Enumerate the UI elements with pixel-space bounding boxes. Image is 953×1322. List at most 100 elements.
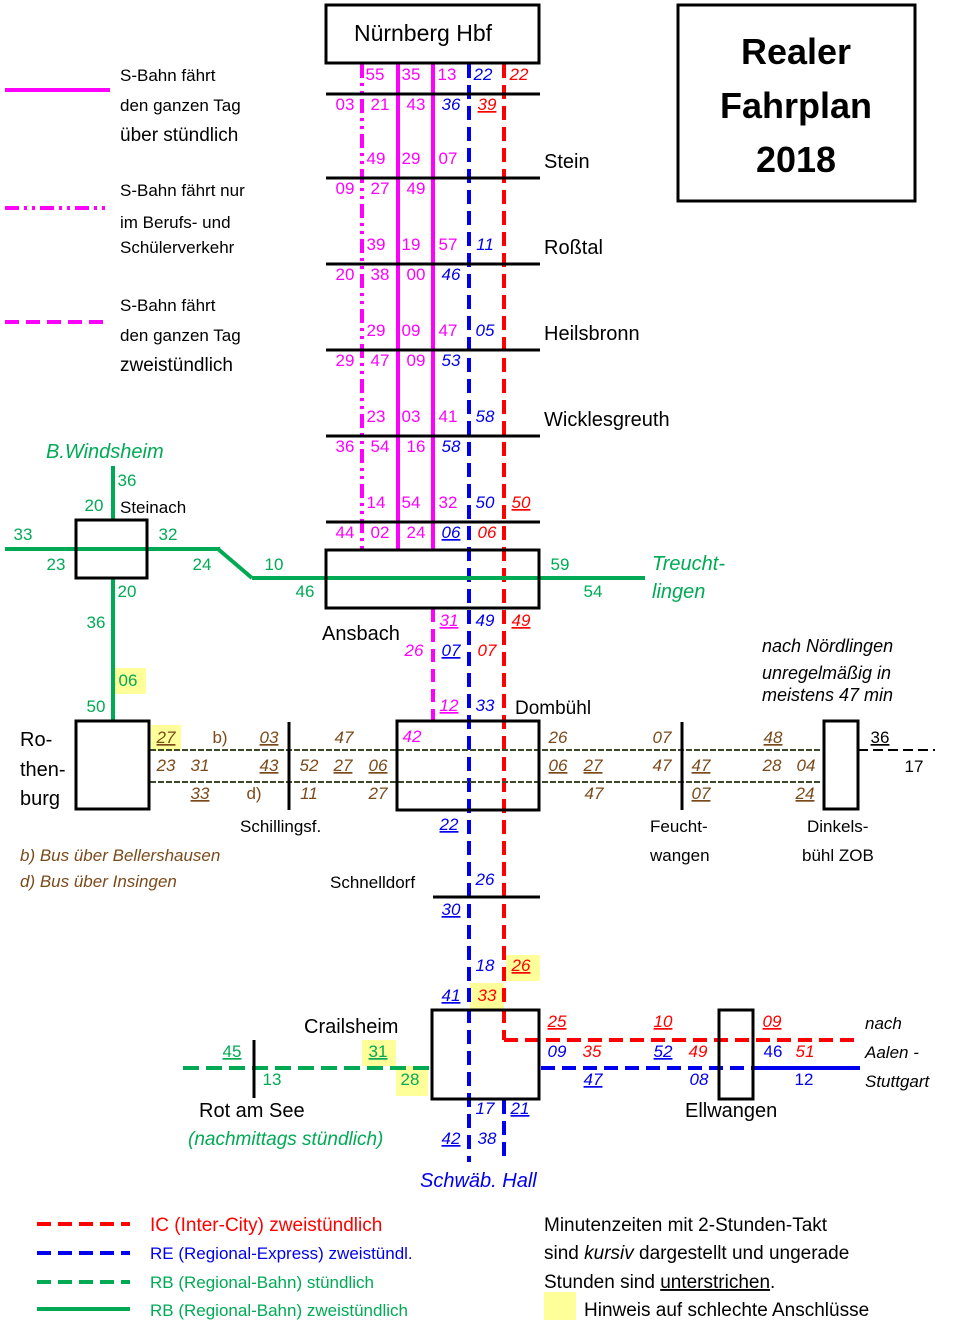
time-label: 09 (407, 351, 426, 370)
time-label: 58 (442, 437, 461, 456)
legend-hint: Hinweis auf schlechte Anschlüsse (584, 1300, 869, 1321)
time-label: 16 (407, 437, 426, 456)
station-rothenburg-2: then- (20, 759, 66, 781)
station-dinkelsbuehl-1: Dinkels- (807, 817, 868, 836)
time-label: 49 (512, 611, 531, 630)
highlight-0 (114, 668, 146, 694)
colored-labels: B.Windsheim Treucht- lingen (nachmittags… (46, 441, 725, 1192)
time-label: 04 (797, 756, 816, 775)
time-label: 20 (336, 265, 355, 284)
time-label: 47 (439, 321, 458, 340)
time-label: 24 (795, 784, 815, 803)
destination-aalen-1: nach (865, 1014, 902, 1033)
legend-re: RE (Regional-Express) zweistündl. (150, 1244, 413, 1263)
box-crailsheim (430, 1008, 541, 1101)
station-treuchtlingen-1: Treucht- (652, 553, 725, 575)
legend-c1: S-Bahn fährt (120, 296, 216, 315)
legend-a3: über stündlich (120, 125, 238, 146)
time-label: 59 (551, 555, 570, 574)
station-rothenburg-1: Ro- (20, 729, 52, 751)
highlight-4 (362, 1040, 396, 1066)
time-label: 39 (478, 95, 497, 114)
time-label: 24 (193, 555, 212, 574)
time-label: 26 (548, 728, 568, 747)
time-label: 07 (439, 149, 458, 168)
time-label: 06 (549, 756, 568, 775)
legend-note-2: sind kursiv dargestellt und ungerade (544, 1243, 849, 1264)
box-nuernberg (324, 3, 541, 65)
time-label: 33 (14, 525, 33, 544)
time-label: 13 (263, 1070, 282, 1089)
destination-noerdlingen-1: nach Nördlingen (762, 636, 893, 656)
time-label: 06 (442, 523, 461, 542)
time-label: 18 (476, 956, 495, 975)
destination-noerdlingen-2: unregelmäßig in (762, 663, 891, 683)
time-label: 36 (87, 613, 106, 632)
time-label: 50 (87, 697, 106, 716)
ic-lines (502, 64, 860, 1162)
destination-noerdlingen-3: meistens 47 min (762, 685, 893, 705)
station-rotamsee-note: (nachmittags stündlich) (188, 1129, 383, 1150)
time-label: 39 (367, 235, 386, 254)
time-label: 14 (367, 493, 386, 512)
time-label: 51 (796, 1042, 815, 1061)
station-schwhall: Schwäb. Hall (420, 1170, 537, 1192)
time-label: 36 (871, 728, 890, 747)
bus-notes: b) Bus über Bellershausen d) Bus über In… (20, 846, 220, 891)
bus-note-d: d) Bus über Insingen (20, 872, 177, 891)
time-label: 54 (371, 437, 390, 456)
time-label: 06 (478, 523, 497, 542)
time-label: 20 (118, 582, 137, 601)
time-label: 26 (404, 641, 424, 660)
time-label: 28 (762, 756, 782, 775)
station-wicklesgreuth: Wicklesgreuth (544, 409, 670, 431)
time-label: 31 (440, 611, 459, 630)
time-label: 08 (690, 1070, 709, 1089)
time-label: 47 (653, 756, 672, 775)
time-label: 21 (510, 1099, 530, 1118)
time-label: 12 (440, 696, 459, 715)
time-label: 20 (85, 496, 104, 515)
time-label: 36 (118, 471, 137, 490)
time-label: 53 (442, 351, 461, 370)
station-crailsheim: Crailsheim (304, 1016, 398, 1038)
destination-aalen-3: Stuttgart (865, 1072, 931, 1091)
time-label: 13 (438, 65, 457, 84)
time-label: 46 (442, 265, 461, 284)
time-label: 44 (336, 523, 355, 542)
time-label: 27 (368, 784, 388, 803)
time-label: 47 (692, 756, 711, 775)
station-rotamsee: Rot am See (199, 1100, 305, 1122)
time-label: 27 (156, 728, 176, 747)
station-dinkelsbuehl-2: bühl ZOB (802, 846, 874, 865)
station-feuchtwangen-2: wangen (649, 846, 710, 865)
box-rothenburg (74, 719, 151, 811)
time-label: 55 (366, 65, 385, 84)
time-label: 07 (478, 641, 497, 660)
legend-a2: den ganzen Tag (120, 96, 241, 115)
time-label: 26 (511, 956, 531, 975)
highlight-1 (151, 725, 181, 751)
bus-lines (150, 749, 822, 783)
legend-b3: Schülerverkehr (120, 238, 235, 257)
time-label: 57 (439, 235, 458, 254)
time-label: 33 (476, 696, 495, 715)
rb-line-kink (216, 547, 254, 580)
time-label: 38 (478, 1129, 497, 1148)
time-label: 00 (407, 265, 426, 284)
time-label: 07 (653, 728, 672, 747)
box-ellwangen (717, 1008, 755, 1101)
station-heilsbronn: Heilsbronn (544, 323, 640, 345)
time-label: 06 (119, 671, 138, 690)
time-label: 36 (336, 437, 355, 456)
time-label: 27 (333, 756, 353, 775)
highlight-3 (470, 983, 504, 1009)
station-treuchtlingen-2: lingen (652, 581, 705, 603)
time-label: 29 (402, 149, 421, 168)
time-label: 42 (442, 1129, 461, 1148)
time-label: 19 (402, 235, 421, 254)
station-steinach: Steinach (120, 498, 186, 517)
time-label: 52 (300, 756, 319, 775)
time-label: 17 (476, 1099, 495, 1118)
